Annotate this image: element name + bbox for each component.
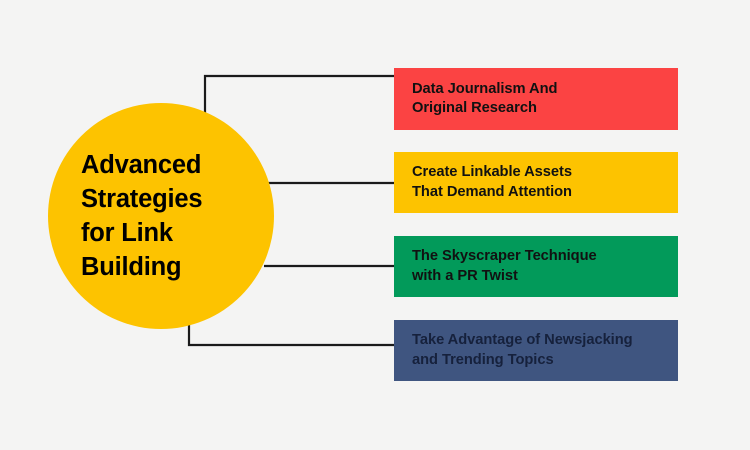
central-hub-circle: Advanced Strategies for Link Building xyxy=(48,103,274,329)
branch-box-linkable-assets[interactable]: Create Linkable Assets That Demand Atten… xyxy=(394,152,678,213)
branch-label-newsjacking: Take Advantage of Newsjacking and Trendi… xyxy=(412,332,633,368)
branch-label-linkable-assets: Create Linkable Assets That Demand Atten… xyxy=(412,164,572,200)
branch-box-data-journalism[interactable]: Data Journalism And Original Research xyxy=(394,68,678,130)
branch-label-data-journalism: Data Journalism And Original Research xyxy=(412,80,558,116)
connector-line-4 xyxy=(187,310,394,347)
branch-box-skyscraper-technique[interactable]: The Skyscraper Technique with a PR Twist xyxy=(394,236,678,297)
branch-box-newsjacking[interactable]: Take Advantage of Newsjacking and Trendi… xyxy=(394,320,678,381)
branch-label-skyscraper-technique: The Skyscraper Technique with a PR Twist xyxy=(412,248,597,284)
central-hub-label: Advanced Strategies for Link Building xyxy=(81,150,203,282)
